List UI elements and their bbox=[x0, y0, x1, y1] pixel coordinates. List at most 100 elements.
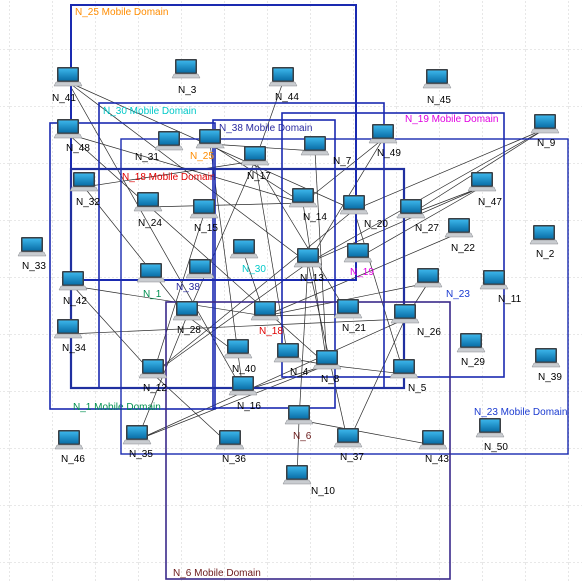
link-N_47-N_27 bbox=[410, 186, 483, 215]
node-label: N_48 bbox=[66, 143, 90, 154]
node-N_47[interactable]: N_47 bbox=[467, 172, 502, 208]
link-N_5-N_20 bbox=[353, 209, 405, 375]
node-N_8[interactable]: N_8 bbox=[312, 350, 342, 385]
node-N_37[interactable]: N_37 bbox=[333, 428, 364, 463]
node-N_17[interactable]: N_17 bbox=[240, 146, 271, 182]
node-N_35[interactable]: N_35 bbox=[122, 425, 153, 460]
node-N_18[interactable]: N_18 bbox=[250, 301, 283, 337]
link-N_35-N_26 bbox=[136, 318, 406, 441]
node-label: N_19 bbox=[350, 267, 374, 278]
node-N_46[interactable]: N_46 bbox=[54, 430, 85, 465]
link-N_24-N_14 bbox=[147, 200, 304, 208]
node-N_34[interactable]: N_34 bbox=[53, 319, 86, 354]
node-N_6[interactable]: N_6 bbox=[284, 405, 314, 442]
node-label: N_45 bbox=[427, 95, 451, 106]
domain-border-N_23 bbox=[120, 138, 569, 455]
laptop-icon bbox=[530, 114, 560, 134]
laptop-icon bbox=[475, 418, 505, 438]
node-label: N_40 bbox=[232, 364, 256, 375]
node-N_30[interactable]: N_30 bbox=[229, 239, 266, 275]
node-N_5[interactable]: N_5 bbox=[389, 359, 427, 394]
node-N_39[interactable]: N_39 bbox=[531, 348, 562, 383]
node-N_3[interactable]: N_3 bbox=[171, 59, 201, 96]
node-label: N_30 bbox=[242, 264, 266, 275]
laptop-icon bbox=[54, 430, 84, 450]
laptop-icon bbox=[284, 405, 314, 425]
link-N_32-N_17 bbox=[83, 159, 256, 188]
node-N_22[interactable]: N_22 bbox=[444, 218, 475, 254]
node-label: N_8 bbox=[321, 374, 340, 385]
node-label: N_3 bbox=[178, 85, 197, 96]
link-N_47-N_19 bbox=[357, 186, 483, 259]
node-N_44[interactable]: N_44 bbox=[268, 67, 299, 103]
link-N_49-N_14 bbox=[302, 138, 384, 204]
link-N_41-N_13 bbox=[67, 81, 309, 264]
node-N_24[interactable]: N_24 bbox=[133, 192, 163, 229]
node-label: N_10 bbox=[311, 486, 335, 497]
node-N_11[interactable]: N_11 bbox=[479, 270, 522, 305]
node-label: N_16 bbox=[237, 401, 261, 412]
node-N_9[interactable]: N_9 bbox=[530, 114, 560, 149]
domain-label-N_18: N_18 Mobile Domain bbox=[122, 172, 215, 183]
node-label: N_49 bbox=[377, 148, 401, 159]
node-label: N_43 bbox=[425, 454, 449, 465]
node-N_40[interactable]: N_40 bbox=[223, 339, 256, 375]
laptop-icon bbox=[368, 124, 398, 144]
node-N_15[interactable]: N_15 bbox=[189, 199, 219, 234]
node-N_1[interactable]: N_1 bbox=[136, 263, 166, 300]
node-N_48[interactable]: N_48 bbox=[53, 119, 90, 154]
link-N_16-N_8 bbox=[242, 364, 328, 392]
node-N_50[interactable]: N_50 bbox=[475, 418, 508, 453]
node-N_19[interactable]: N_19 bbox=[343, 243, 374, 278]
node-N_14[interactable]: N_14 bbox=[288, 188, 327, 223]
laptop-icon bbox=[312, 350, 342, 370]
node-N_25[interactable]: N_25 bbox=[190, 129, 225, 162]
node-label: N_36 bbox=[222, 454, 246, 465]
node-N_29[interactable]: N_29 bbox=[456, 333, 486, 368]
laptop-icon bbox=[418, 430, 448, 450]
node-N_12[interactable]: N_12 bbox=[138, 359, 168, 394]
node-N_28[interactable]: N_28 bbox=[172, 301, 202, 336]
laptop-icon bbox=[282, 465, 312, 485]
node-N_36[interactable]: N_36 bbox=[215, 430, 246, 465]
domain-border-N_1 bbox=[49, 122, 216, 410]
domain-border-N_38 bbox=[212, 119, 336, 409]
laptop-icon bbox=[229, 239, 259, 259]
laptop-icon bbox=[223, 339, 253, 359]
node-N_16[interactable]: N_16 bbox=[228, 376, 261, 412]
node-N_2[interactable]: N_2 bbox=[529, 225, 559, 260]
laptop-icon bbox=[300, 136, 330, 156]
node-N_38[interactable]: N_38 bbox=[176, 259, 215, 293]
node-N_43[interactable]: N_43 bbox=[418, 430, 449, 465]
node-label: N_34 bbox=[62, 343, 86, 354]
node-N_26[interactable]: N_26 bbox=[390, 304, 441, 338]
node-N_41[interactable]: N_41 bbox=[52, 67, 83, 104]
node-N_21[interactable]: N_21 bbox=[333, 299, 366, 334]
node-N_23[interactable]: N_23 bbox=[413, 268, 470, 300]
laptop-icon bbox=[189, 199, 219, 219]
node-N_10[interactable]: N_10 bbox=[282, 465, 335, 497]
node-N_27[interactable]: N_27 bbox=[396, 199, 439, 234]
laptop-icon bbox=[288, 188, 318, 208]
node-N_20[interactable]: N_20 bbox=[339, 195, 388, 230]
node-N_7[interactable]: N_7 bbox=[300, 136, 352, 167]
node-label: N_50 bbox=[484, 442, 508, 453]
laptop-icon bbox=[171, 59, 201, 79]
node-N_42[interactable]: N_42 bbox=[58, 271, 88, 307]
node-N_45[interactable]: N_45 bbox=[422, 69, 452, 106]
node-N_4[interactable]: N_4 bbox=[273, 343, 309, 378]
node-label: N_27 bbox=[415, 223, 439, 234]
link-N_21-N_18 bbox=[264, 313, 349, 319]
node-N_33[interactable]: N_33 bbox=[17, 237, 47, 272]
link-N_15-N_12 bbox=[152, 213, 205, 375]
node-label: N_21 bbox=[342, 323, 366, 334]
laptop-icon bbox=[456, 333, 486, 353]
node-N_49[interactable]: N_49 bbox=[368, 124, 401, 159]
node-N_13[interactable]: N_13 bbox=[293, 248, 324, 284]
link-N_42-N_18 bbox=[72, 285, 266, 318]
node-N_31[interactable]: N_31 bbox=[135, 131, 184, 163]
node-N_32[interactable]: N_32 bbox=[69, 172, 100, 208]
node-label: N_28 bbox=[177, 325, 201, 336]
link-N_34-N_26 bbox=[67, 317, 406, 335]
